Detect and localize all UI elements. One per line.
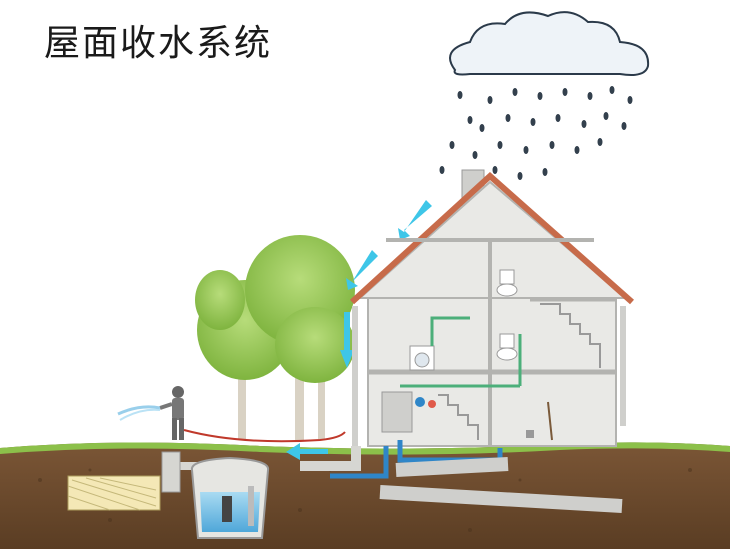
tank-icon [190,456,270,539]
house [349,169,634,448]
toilet-icon [496,269,518,361]
person-hose-icon [117,386,346,443]
flow-arrow-icon [286,200,432,460]
pump-unit [381,391,436,433]
trees [195,235,355,440]
washing-machine-icon [409,345,435,371]
infiltration-crate [67,475,161,511]
roof [349,171,634,305]
diagram-title: 屋面收水系统 [44,23,273,64]
rain-cloud-icon [439,11,650,186]
filter-shaft [161,451,181,493]
